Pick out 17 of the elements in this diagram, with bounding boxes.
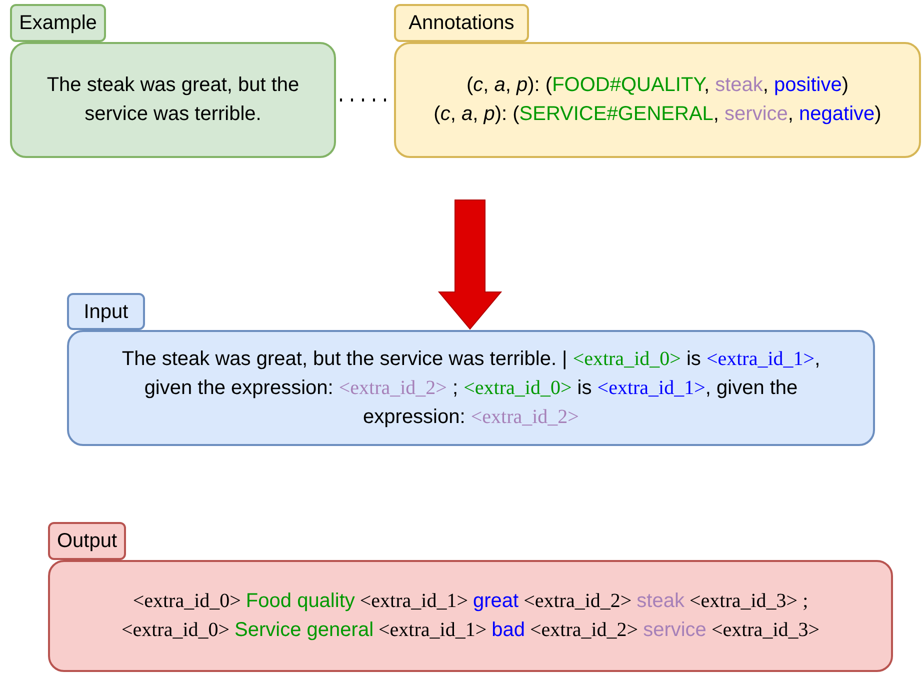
box-text: (c, a, p): (FOOD#QUALITY, steak, positive) (c, a, p): (SERVICE#GENERAL, service, negative)	[434, 73, 882, 127]
annotations-tab	[394, 4, 529, 42]
tab-label: Example	[19, 11, 97, 36]
tab-label: Input	[84, 300, 128, 324]
output-tab	[48, 522, 126, 560]
example-box	[10, 42, 336, 158]
box-text: <extra_id_0> Food quality <extra_id_1> great <extra_id_2> steak <extra_id_3> ; <extra_id_0> Service general <extra_id_1> bad <extra_id_2> service <extra_id_3>	[121, 589, 820, 643]
input-tab	[67, 293, 145, 330]
output-box	[48, 560, 893, 672]
box-text: The steak was great, but the service was terrible. | <extra_id_0> is <extra_id_1>, given the expression: <extra_id_2> ; <extra_id_0> is <extra_id_1>, given the expression: <extra_id_2>	[120, 346, 822, 430]
tab-label: Annotations	[408, 11, 514, 36]
example-tab	[10, 4, 106, 42]
block-arrow	[438, 200, 502, 330]
box-text: The steak was great, but the service was terrible.	[46, 73, 300, 127]
input-box	[67, 330, 875, 446]
annotations-box	[394, 42, 921, 158]
tab-label: Output	[56, 529, 118, 554]
